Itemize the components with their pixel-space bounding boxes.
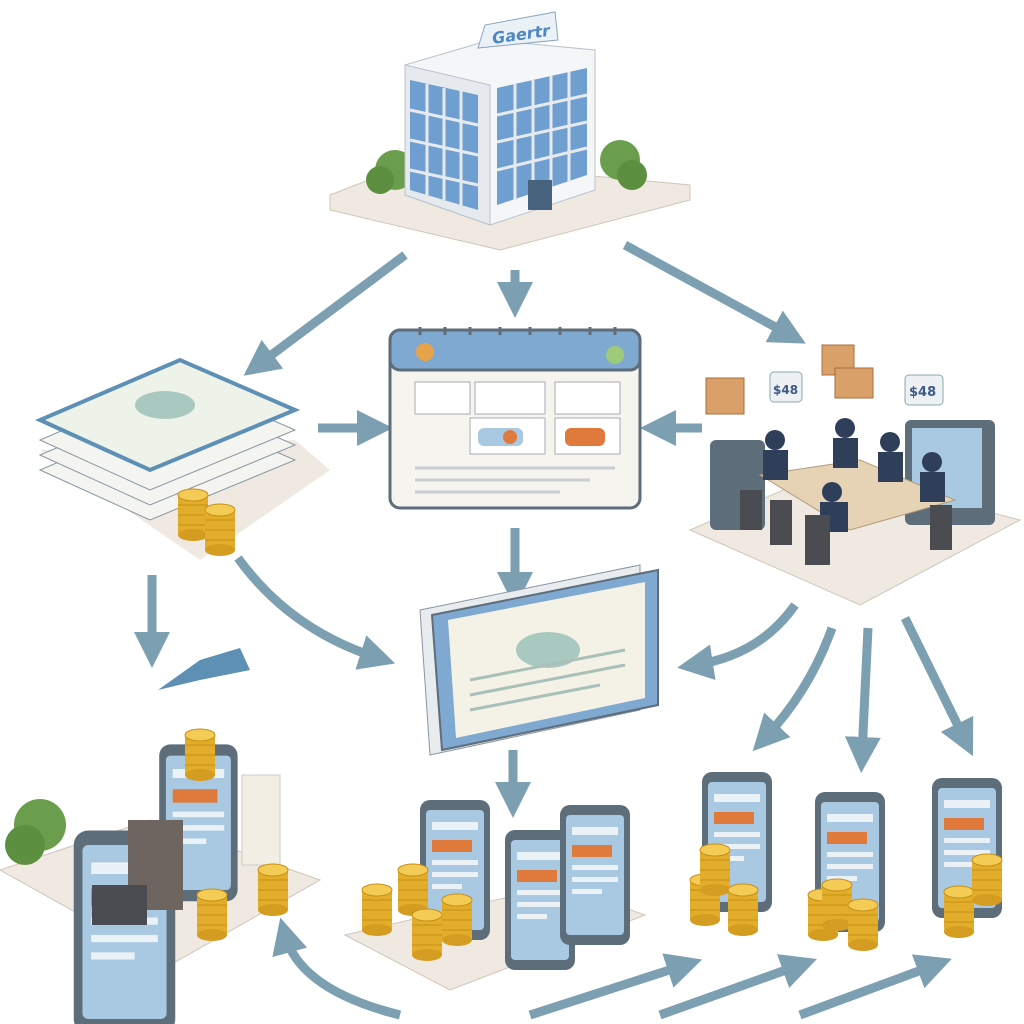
center-phone-group: [343, 800, 647, 991]
meeting-room: $48 $48: [688, 344, 1022, 606]
arrow-bottom-2: [658, 954, 817, 1020]
headquarters-building: Gaertr: [329, 11, 691, 251]
price-tag-2: $48: [909, 385, 936, 400]
arrow-meeting-to-phone-2: [844, 627, 881, 773]
right-phone-2: [807, 792, 885, 952]
arrow-documents-to-certificate: [234, 555, 396, 670]
arrow-meeting-to-certificate: [677, 602, 799, 681]
cardboard-boxes: [705, 344, 874, 415]
arrow-building-to-documents: [243, 251, 408, 376]
flow-arrows: [134, 241, 974, 1020]
arrow-meeting-to-phone-1: [752, 626, 837, 752]
calendar-board: [388, 327, 642, 510]
price-tag-1: $48: [773, 383, 798, 397]
certificate-stack: [419, 564, 659, 756]
right-phone-1: [689, 772, 772, 937]
arrow-bottom-3: [798, 954, 952, 1020]
arrow-meeting-to-phone-3: [900, 616, 974, 757]
right-phone-3: [932, 778, 1003, 939]
arrow-bottom-1: [528, 953, 703, 1020]
arrow-return-left: [272, 917, 402, 1020]
document-stack: [35, 357, 330, 560]
left-phone-group: [0, 648, 322, 1024]
arrow-building-to-meeting: [622, 241, 806, 344]
